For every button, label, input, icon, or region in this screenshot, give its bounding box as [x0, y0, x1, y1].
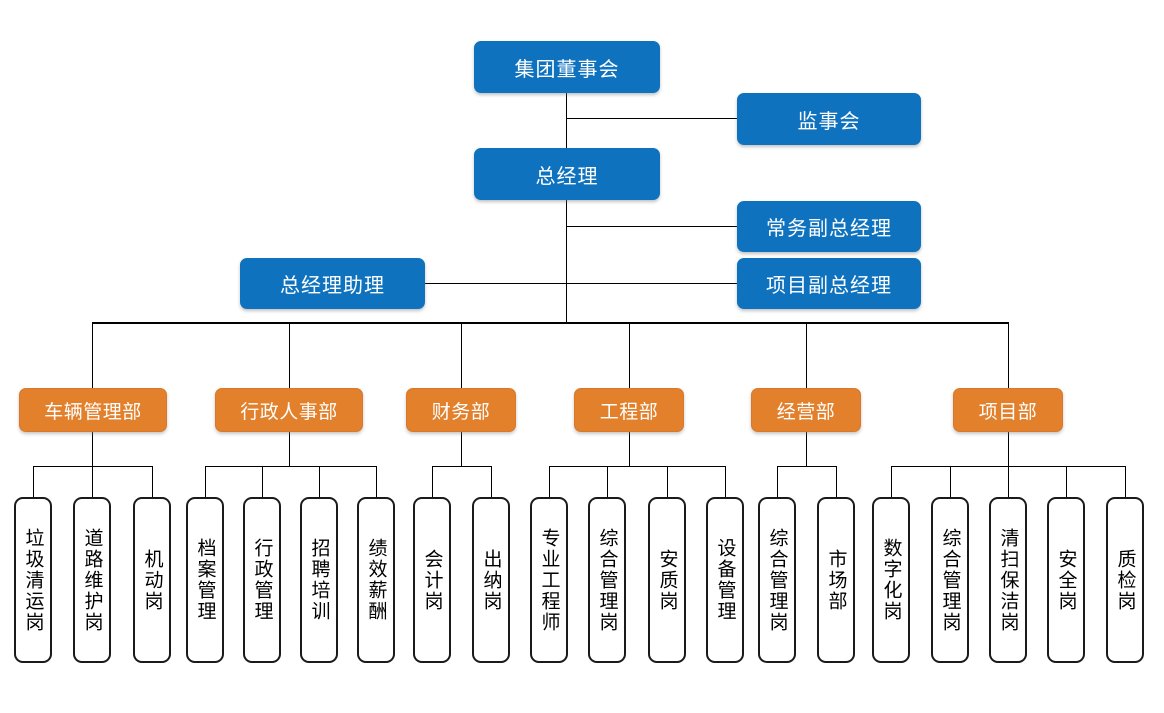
connector-finance-child-1	[432, 466, 433, 497]
connector-admin-child-3	[319, 466, 320, 497]
connector-engineering-child-4	[725, 466, 726, 497]
connector-bus-drop-operations	[806, 322, 807, 388]
connector-engineering-stem	[629, 425, 630, 466]
node-position-digitalization[interactable]: 数字化岗	[872, 497, 910, 663]
connector-project-stem	[1008, 425, 1009, 466]
connector-gm-to-bus	[566, 200, 567, 323]
connector-operations-child-1	[777, 466, 778, 497]
node-position-administrative-management[interactable]: 行政管理	[243, 497, 281, 663]
node-position-accounting[interactable]: 会计岗	[413, 497, 451, 663]
node-position-cleaning-sanitation[interactable]: 清扫保洁岗	[989, 497, 1027, 663]
connector-admin-child-4	[376, 466, 377, 497]
node-position-equipment-management[interactable]: 设备管理	[706, 497, 744, 663]
connector-project-child-3	[1008, 466, 1009, 497]
node-general-manager[interactable]: 总经理	[474, 148, 660, 200]
connector-finance-child-2	[491, 466, 492, 497]
connector-project-child-1	[891, 466, 892, 497]
connector-vehicle-child-3	[152, 466, 153, 497]
connector-engineering-subbus	[549, 466, 725, 467]
connector-gm-to-gm-assistant	[425, 283, 567, 284]
connector-admin-stem	[289, 425, 290, 466]
node-position-project-general-management[interactable]: 综合管理岗	[931, 497, 969, 663]
connector-admin-subbus	[205, 466, 376, 467]
node-position-engineering-general-management[interactable]: 综合管理岗	[588, 497, 626, 663]
connector-finance-subbus	[432, 466, 491, 467]
connector-gm-to-project-deputy	[566, 283, 738, 284]
connector-operations-child-2	[836, 466, 837, 497]
connector-gm-trunk-to-supervisory	[566, 118, 738, 119]
connector-operations-subbus	[777, 466, 836, 467]
connector-bus-drop-vehicle	[92, 322, 93, 388]
node-position-vehicle-flexible[interactable]: 机动岗	[133, 497, 171, 663]
connector-project-child-4	[1066, 466, 1067, 497]
node-position-road-maintenance[interactable]: 道路维护岗	[73, 497, 111, 663]
node-position-recruitment-training[interactable]: 招聘培训	[300, 497, 338, 663]
connector-project-child-2	[950, 466, 951, 497]
connector-vehicle-stem	[92, 425, 93, 466]
connector-finance-stem	[461, 425, 462, 466]
node-board-of-directors[interactable]: 集团董事会	[474, 41, 660, 93]
node-position-garbage-removal[interactable]: 垃圾清运岗	[14, 497, 52, 663]
node-department-engineering[interactable]: 工程部	[574, 388, 684, 432]
node-position-cashier[interactable]: 出纳岗	[472, 497, 510, 663]
connector-vehicle-child-2	[92, 466, 93, 497]
connector-board-to-gm	[566, 92, 567, 148]
node-position-records-management[interactable]: 档案管理	[186, 497, 224, 663]
connector-admin-child-1	[205, 466, 206, 497]
connector-operations-stem	[806, 425, 807, 466]
node-project-deputy-gm[interactable]: 项目副总经理	[737, 258, 921, 309]
connector-engineering-child-2	[607, 466, 608, 497]
node-gm-assistant[interactable]: 总经理助理	[240, 258, 425, 309]
connector-bus-drop-engineering	[629, 322, 630, 388]
connector-department-bus	[92, 322, 1009, 324]
connector-engineering-child-1	[549, 466, 550, 497]
connector-gm-to-executive-deputy	[566, 226, 738, 227]
node-executive-deputy-gm[interactable]: 常务副总经理	[737, 201, 921, 252]
connector-bus-drop-finance	[461, 322, 462, 388]
node-position-performance-compensation[interactable]: 绩效薪酬	[357, 497, 395, 663]
node-position-professional-engineer[interactable]: 专业工程师	[530, 497, 568, 663]
connector-bus-drop-admin	[289, 322, 290, 388]
node-position-safety-quality[interactable]: 安质岗	[648, 497, 686, 663]
node-department-finance[interactable]: 财务部	[406, 388, 516, 432]
node-position-safety[interactable]: 安全岗	[1047, 497, 1085, 663]
connector-project-child-5	[1125, 466, 1126, 497]
node-department-operations[interactable]: 经营部	[751, 388, 861, 432]
connector-engineering-child-3	[667, 466, 668, 497]
node-position-operations-general-management[interactable]: 综合管理岗	[758, 497, 796, 663]
connector-admin-child-2	[262, 466, 263, 497]
node-department-vehicle-management[interactable]: 车辆管理部	[19, 388, 167, 432]
node-supervisory-board[interactable]: 监事会	[737, 93, 921, 145]
node-position-quality-inspection[interactable]: 质检岗	[1106, 497, 1144, 663]
node-department-admin-hr[interactable]: 行政人事部	[215, 388, 363, 432]
node-department-project[interactable]: 项目部	[953, 388, 1063, 432]
connector-bus-drop-project	[1008, 322, 1009, 388]
node-position-marketing[interactable]: 市场部	[817, 497, 855, 663]
connector-vehicle-child-1	[33, 466, 34, 497]
